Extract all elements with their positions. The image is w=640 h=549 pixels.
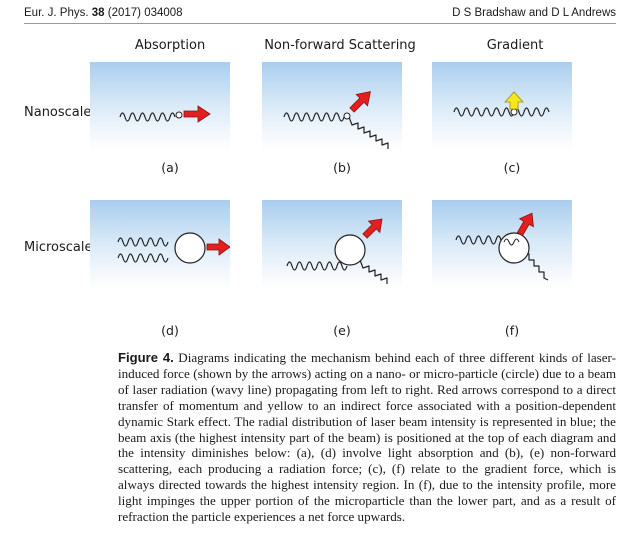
yellow-force-arrow [504,91,524,110]
caption-text: Diagrams indicating the mechanism behind… [118,350,617,525]
red-force-arrow [183,105,211,123]
column-title-gradient: Gradient [486,38,544,53]
panel-a-nano-absorption [90,62,230,152]
column-title-scattering: Non-forward Scattering [264,38,416,53]
red-force-arrow [206,238,230,256]
laser-wave [283,112,345,122]
figure-label: Figure 4. [118,350,174,365]
row-title-microscale: Microscale [24,240,93,255]
panel-label-e: (e) [333,323,351,338]
scattered-wave [348,116,389,149]
row-title-nanoscale: Nanoscale [24,105,92,120]
red-force-arrow [516,212,534,237]
nanoparticle [175,111,183,119]
panel-b-nano-scattering [262,62,402,152]
laser-wave [286,261,348,271]
panel-label-b: (b) [333,160,351,175]
header-authors: D S Bradshaw and D L Andrews [452,7,616,19]
panel-e-micro-scattering [262,200,402,290]
laser-wave [453,107,550,117]
laser-wave [117,253,169,263]
microparticle [334,234,366,266]
nanoparticle [510,108,518,116]
laser-wave [119,112,176,122]
running-header: Eur. J. Phys. 38 (2017) 034008 D S Brads… [24,5,616,24]
microparticle [174,232,206,264]
laser-wave [117,237,169,247]
panel-d-micro-absorption [90,200,230,290]
panel-label-c: (c) [503,160,521,175]
laser-wave [455,235,502,245]
microparticle [498,232,530,264]
red-force-arrow [362,218,383,239]
figure-caption: Figure 4. Diagrams indicating the mechan… [118,350,616,525]
panel-label-f: (f) [504,323,520,338]
panel-c-nano-gradient [432,62,572,152]
inner-wave [503,238,520,246]
red-force-arrow [349,91,371,113]
panel-f-micro-gradient [432,200,572,290]
panel-label-d: (d) [161,323,179,338]
nanoparticle [343,112,351,120]
column-title-absorption: Absorption [134,38,206,53]
panel-label-a: (a) [161,160,179,175]
journal-reference: Eur. J. Phys. 38 (2017) 034008 [24,7,183,19]
scattered-wave [359,259,388,284]
